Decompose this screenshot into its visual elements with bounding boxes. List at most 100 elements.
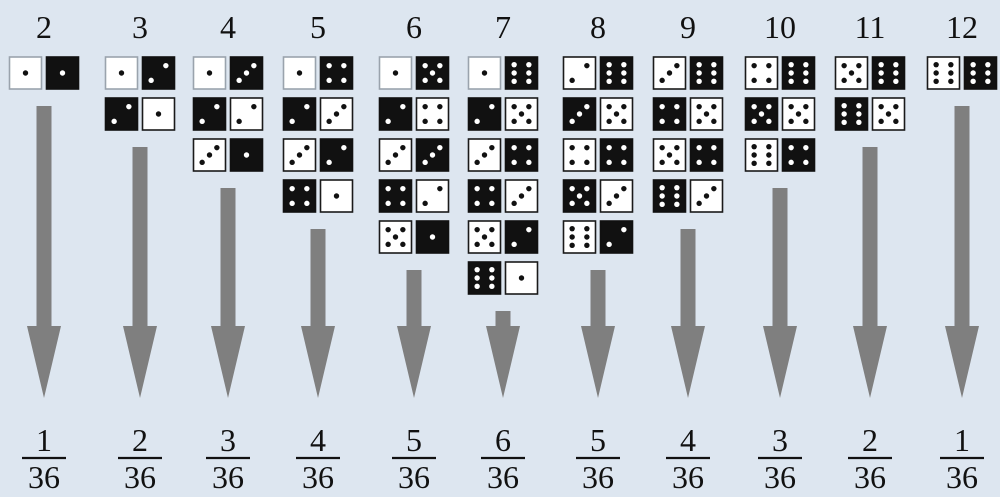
die-pip (751, 104, 756, 109)
first-die (194, 57, 226, 89)
second-die (417, 57, 449, 89)
black-die-face (601, 221, 633, 253)
die-pip (696, 70, 701, 75)
die-pip (659, 202, 664, 207)
die-pip (696, 104, 701, 109)
die-pip (430, 70, 435, 75)
fraction-denominator: 36 (946, 459, 978, 495)
die-pip (244, 70, 249, 75)
first-die (836, 57, 868, 89)
die-pip (933, 79, 938, 84)
die-pip (474, 284, 479, 289)
die-pip (489, 227, 494, 232)
die-pip (214, 104, 219, 109)
die-pip (297, 152, 302, 157)
probability-fraction: 236 (848, 422, 892, 495)
die-pip (526, 70, 531, 75)
die-pip (766, 152, 771, 157)
second-die (143, 98, 175, 130)
die-pip (621, 227, 626, 232)
die-pip (766, 144, 771, 149)
die-pip (621, 145, 626, 150)
die-pip (856, 63, 861, 68)
first-die (194, 98, 226, 130)
die-pip (751, 144, 756, 149)
die-pip (696, 201, 701, 206)
first-die (564, 139, 596, 171)
die-pip (584, 145, 589, 150)
die-pip (674, 202, 679, 207)
die-pip (489, 201, 494, 206)
die-pip (489, 186, 494, 191)
die-pip (437, 78, 442, 83)
sum-label: 11 (855, 9, 886, 45)
down-arrow (301, 229, 335, 398)
first-die (380, 221, 412, 253)
die-pip (163, 63, 168, 68)
die-pip (569, 243, 574, 248)
die-pip (60, 70, 65, 75)
die-pip (621, 119, 626, 124)
die-pip (614, 193, 619, 198)
die-pip (437, 104, 442, 109)
die-pip (341, 78, 346, 83)
probability-fraction: 536 (392, 422, 436, 495)
die-pip (711, 62, 716, 67)
die-pip (251, 104, 256, 109)
die-pip (711, 145, 716, 150)
die-pip (948, 79, 953, 84)
die-pip (304, 104, 309, 109)
sum-label: 2 (36, 9, 52, 45)
first-die (469, 98, 501, 130)
die-pip (422, 160, 427, 165)
first-die (380, 57, 412, 89)
second-die (417, 98, 449, 130)
black-die-face (321, 139, 353, 171)
die-pip (584, 234, 589, 239)
second-die (965, 57, 997, 89)
die-pip (856, 103, 861, 108)
die-pip (519, 111, 524, 116)
die-pip (334, 193, 339, 198)
die-pip (569, 186, 574, 191)
second-die (873, 57, 905, 89)
fraction-denominator: 36 (764, 459, 796, 495)
die-pip (569, 78, 574, 83)
black-die-face (873, 57, 905, 89)
die-pip (519, 193, 524, 198)
die-pip (796, 111, 801, 116)
die-pip (489, 267, 494, 272)
first-die (380, 180, 412, 212)
first-die (746, 139, 778, 171)
die-pip (214, 145, 219, 150)
die-pip (474, 267, 479, 272)
die-pip (385, 160, 390, 165)
die-pip (207, 70, 212, 75)
die-pip (489, 284, 494, 289)
die-pip (766, 104, 771, 109)
second-die (601, 57, 633, 89)
die-pip (788, 160, 793, 165)
die-pip (437, 186, 442, 191)
first-die (564, 180, 596, 212)
die-pip (400, 201, 405, 206)
die-pip (526, 186, 531, 191)
second-die (231, 139, 263, 171)
die-pip (621, 70, 626, 75)
sum-label: 12 (946, 9, 978, 45)
die-pip (474, 201, 479, 206)
die-pip (199, 119, 204, 124)
die-pip (334, 111, 339, 116)
die-pip (519, 275, 524, 280)
die-pip (474, 242, 479, 247)
die-pip (893, 70, 898, 75)
die-pip (970, 70, 975, 75)
first-die (746, 98, 778, 130)
die-pip (326, 160, 331, 165)
die-pip (526, 119, 531, 124)
die-pip (511, 79, 516, 84)
second-die (691, 98, 723, 130)
die-pip (606, 145, 611, 150)
die-pip (985, 70, 990, 75)
